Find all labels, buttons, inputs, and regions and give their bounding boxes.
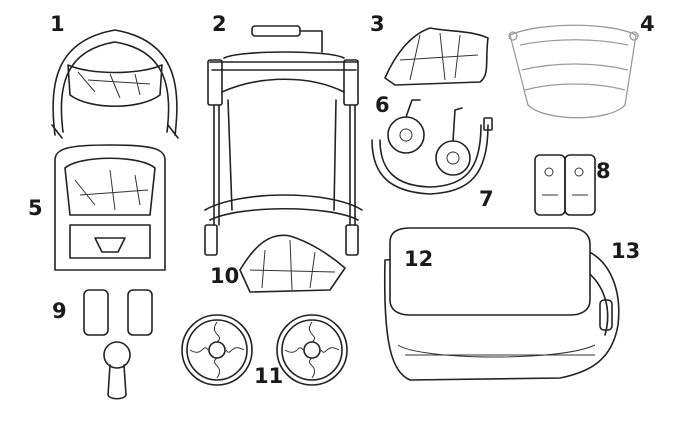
car-seat-adapters-icon bbox=[534, 154, 596, 216]
part-number-10: 10 bbox=[210, 264, 240, 288]
part-number-3: 3 bbox=[370, 12, 385, 36]
shoulder-pads-and-buckle-icon bbox=[83, 289, 153, 400]
seat-unit-icon bbox=[54, 144, 166, 271]
part-number-2: 2 bbox=[212, 12, 227, 36]
part-number-9: 9 bbox=[52, 299, 67, 323]
part-number-12: 12 bbox=[404, 247, 434, 271]
part-number-6: 6 bbox=[375, 93, 390, 117]
part-number-8: 8 bbox=[596, 159, 611, 183]
part-number-11: 11 bbox=[254, 364, 284, 388]
part-number-13: 13 bbox=[611, 239, 641, 263]
canopy-icon bbox=[51, 29, 179, 139]
canopy-fabric-icon bbox=[239, 234, 346, 293]
part-number-4: 4 bbox=[640, 12, 655, 36]
rear-wheels-icon bbox=[181, 314, 348, 386]
part-number-7: 7 bbox=[479, 187, 494, 211]
storage-basket-fabric-icon bbox=[384, 27, 489, 86]
bumper-bar-icon bbox=[371, 117, 493, 195]
footmuff-icon bbox=[508, 24, 639, 119]
part-number-5: 5 bbox=[28, 196, 43, 220]
carrycot-cover-icon bbox=[389, 227, 591, 316]
front-wheels-icon bbox=[387, 99, 471, 176]
part-number-1: 1 bbox=[50, 12, 65, 36]
stroller-frame-icon bbox=[204, 25, 363, 256]
